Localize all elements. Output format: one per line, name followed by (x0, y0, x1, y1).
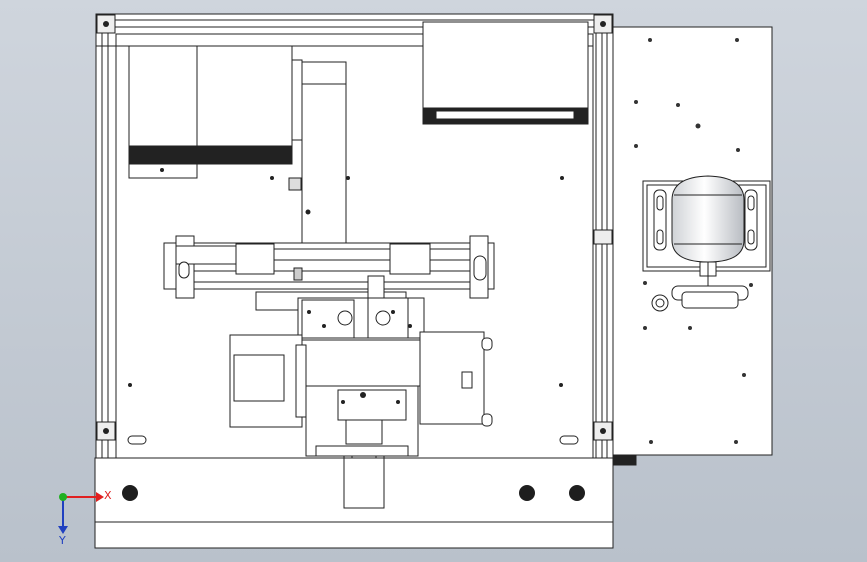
origin-marker (59, 493, 67, 501)
x-axis-label: X (104, 489, 112, 502)
cabinet-box (422, 21, 589, 125)
axis-triad: X Y (58, 489, 112, 547)
y-axis-label: Y (58, 534, 66, 547)
tool-head (229, 275, 493, 509)
linear-rail (163, 235, 495, 311)
control-boxes (128, 45, 303, 191)
base-plate (94, 457, 614, 549)
side-panel (611, 26, 773, 466)
